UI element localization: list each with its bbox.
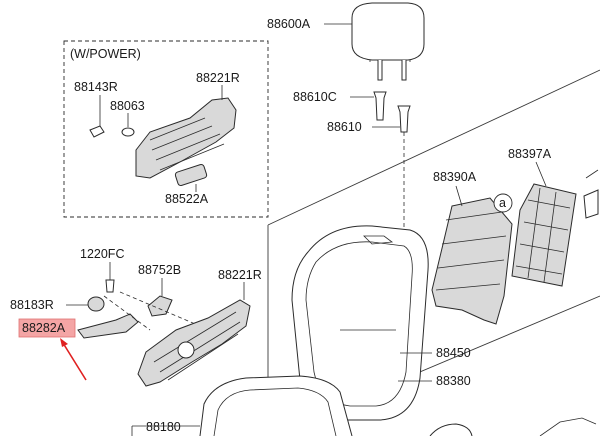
label-88600a: 88600A bbox=[267, 17, 311, 31]
label-88522a: 88522A bbox=[165, 192, 209, 206]
cover-ribs bbox=[149, 117, 225, 171]
label-88610c: 88610C bbox=[293, 90, 337, 104]
label-88450: 88450 bbox=[436, 346, 471, 360]
label-88380: 88380 bbox=[436, 374, 471, 388]
power-inset-title: (W/POWER) bbox=[70, 47, 141, 61]
side-cover-88221r-part bbox=[137, 299, 251, 387]
back-pad-88390a-part bbox=[431, 197, 513, 325]
lumbar-grid-88397a-part bbox=[511, 183, 577, 287]
headrest-post-left bbox=[377, 60, 383, 81]
side-cover-hub bbox=[177, 341, 195, 359]
headrest-post-right bbox=[401, 60, 407, 81]
power-switch-knob-part bbox=[174, 163, 208, 187]
label-88282a: 88282A bbox=[22, 321, 66, 335]
manual-dash-lines bbox=[103, 291, 201, 331]
callout-a-circle bbox=[493, 193, 513, 213]
label-88390a: 88390A bbox=[433, 170, 477, 184]
seat-back-top-slot bbox=[363, 235, 394, 245]
seat-back-part bbox=[291, 225, 429, 421]
leader-88390a bbox=[455, 185, 463, 207]
seat-cushion-part bbox=[199, 375, 353, 436]
side-cover-ribs bbox=[153, 311, 241, 381]
label-1220fc: 1220FC bbox=[80, 247, 124, 261]
bolt-1220fc-part bbox=[105, 279, 115, 293]
red-arrow-line bbox=[62, 342, 87, 381]
callout-a: a bbox=[499, 196, 506, 210]
label-88282a-highlight bbox=[18, 318, 76, 338]
bottom-right-rail bbox=[539, 417, 597, 436]
label-88610: 88610 bbox=[327, 120, 362, 134]
knob-88143r-part bbox=[89, 125, 105, 138]
label-88221r: 88221R bbox=[218, 268, 262, 282]
red-arrow-head-icon bbox=[60, 338, 68, 347]
label-88752b: 88752B bbox=[138, 263, 181, 277]
edge-bracket-part bbox=[583, 189, 599, 219]
back-pad-ribs bbox=[435, 211, 507, 291]
label-88180: 88180 bbox=[146, 420, 181, 434]
label-88397a: 88397A bbox=[508, 147, 552, 161]
leader-88180 bbox=[131, 425, 200, 436]
headrest-part bbox=[351, 2, 425, 61]
headrest-base bbox=[369, 60, 411, 62]
bottom-right-fragment bbox=[429, 423, 473, 436]
seat-cushion-seam bbox=[213, 387, 337, 436]
lever-88752b-part bbox=[147, 295, 173, 317]
lumbar-grid-lines bbox=[515, 187, 571, 283]
edge-bracket-lead bbox=[585, 169, 599, 179]
guide-88610-part bbox=[397, 105, 411, 133]
label-88143r: 88143R bbox=[74, 80, 118, 94]
power-side-cover-part bbox=[135, 97, 237, 179]
handle-88282a-part bbox=[77, 313, 139, 339]
knob-88063-part bbox=[121, 127, 135, 137]
label-88063: 88063 bbox=[110, 99, 145, 113]
label-88183r: 88183R bbox=[10, 298, 54, 312]
seat-back-seam bbox=[305, 241, 413, 407]
label-88221r-power: 88221R bbox=[196, 71, 240, 85]
leader-88397a bbox=[535, 161, 547, 187]
guide-88610c-part bbox=[373, 91, 387, 121]
knob-88183r-part bbox=[87, 296, 105, 312]
power-inset-box bbox=[63, 40, 269, 218]
